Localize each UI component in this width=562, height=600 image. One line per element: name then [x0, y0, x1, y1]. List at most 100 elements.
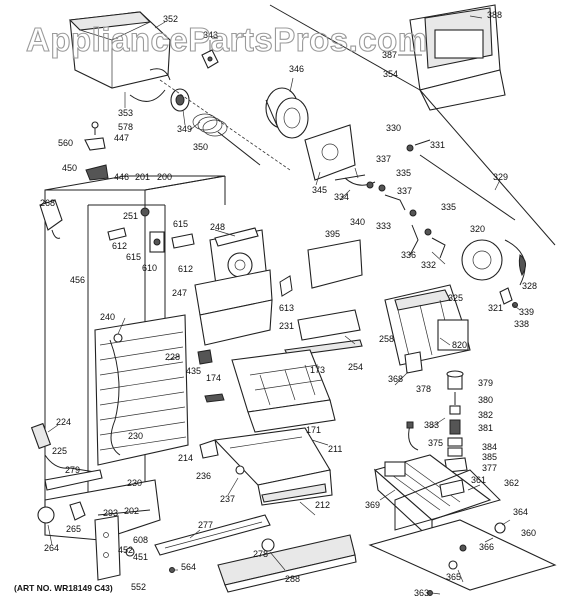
label-228: 228 — [165, 352, 180, 362]
label-353: 353 — [118, 108, 133, 118]
label-368: 368 — [388, 374, 403, 384]
label-451: 451 — [133, 552, 148, 562]
label-225: 225 — [52, 446, 67, 456]
label-278: 278 — [253, 549, 268, 559]
label-377: 377 — [482, 463, 497, 473]
label-171: 171 — [306, 425, 321, 435]
label-333: 333 — [376, 221, 391, 231]
label-552: 552 — [131, 582, 146, 592]
label-237: 237 — [220, 494, 235, 504]
label-352: 352 — [163, 14, 178, 24]
watermark: AppliancePartsPros.com — [26, 21, 428, 58]
label-320: 320 — [470, 224, 485, 234]
label-230-lower: 230 — [127, 478, 142, 488]
part-labels: 352 353 343 349 350 346 354 387 388 578 … — [40, 10, 537, 598]
dispenser-linkage — [304, 124, 516, 259]
auger-assembly — [159, 49, 291, 171]
label-200: 200 — [157, 172, 172, 182]
label-337-top: 337 — [376, 154, 391, 164]
label-211: 211 — [328, 444, 342, 454]
label-330: 330 — [386, 123, 401, 133]
label-173: 173 — [310, 365, 325, 375]
label-337-mid: 337 — [397, 186, 412, 196]
label-277: 277 — [198, 520, 213, 530]
dispenser-valve-parts — [404, 351, 468, 473]
label-202: 202 — [124, 506, 139, 516]
label-615-right: 615 — [173, 219, 188, 229]
label-452: 452 — [118, 545, 133, 555]
label-349: 349 — [177, 124, 192, 134]
label-334: 334 — [334, 192, 349, 202]
label-258: 258 — [379, 334, 394, 344]
label-328: 328 — [522, 281, 537, 291]
label-340: 340 — [350, 217, 365, 227]
label-231: 231 — [279, 321, 294, 331]
label-248: 248 — [210, 222, 225, 232]
label-240: 240 — [100, 312, 115, 322]
label-335-mid: 335 — [441, 202, 456, 212]
label-174: 174 — [206, 373, 221, 383]
evaporator-coil — [94, 314, 189, 466]
label-366: 366 — [479, 542, 494, 552]
label-360: 360 — [521, 528, 536, 538]
hardware-cluster-left — [39, 121, 195, 253]
label-329: 329 — [493, 172, 508, 182]
label-212: 212 — [315, 500, 330, 510]
cabinet-frame — [44, 175, 226, 541]
label-435: 435 — [186, 366, 201, 376]
ice-maker — [384, 239, 526, 366]
crisper-drawer — [197, 349, 336, 433]
label-339: 339 — [519, 307, 534, 317]
label-332: 332 — [421, 260, 436, 270]
label-375: 375 — [428, 438, 443, 448]
art-number: (ART NO. WR18149 C43) — [14, 583, 113, 593]
label-364: 364 — [513, 507, 528, 517]
label-362: 362 — [504, 478, 519, 488]
label-254: 254 — [348, 362, 363, 372]
label-456: 456 — [70, 275, 85, 285]
label-379: 379 — [478, 378, 493, 388]
label-385: 385 — [482, 452, 497, 462]
label-387: 387 — [382, 50, 397, 60]
label-251: 251 — [123, 211, 138, 221]
label-214: 214 — [178, 453, 193, 463]
label-335-top: 335 — [396, 168, 411, 178]
label-382: 382 — [478, 410, 493, 420]
label-236: 236 — [196, 471, 211, 481]
label-247: 247 — [172, 288, 187, 298]
label-345: 345 — [312, 185, 327, 195]
label-450: 450 — [62, 163, 77, 173]
label-613: 613 — [279, 303, 294, 313]
label-578: 578 — [118, 122, 133, 132]
label-201: 201 — [135, 172, 150, 182]
freezer-bin — [199, 427, 333, 506]
label-395: 395 — [325, 229, 340, 239]
label-388: 388 — [487, 10, 502, 20]
label-363: 363 — [414, 588, 429, 598]
label-265: 265 — [66, 524, 81, 534]
label-338: 338 — [514, 319, 529, 329]
label-446: 446 — [114, 172, 129, 182]
label-615-left: 615 — [126, 252, 141, 262]
ice-bucket — [68, 11, 171, 102]
label-268: 268 — [40, 198, 55, 208]
label-293: 293 — [103, 508, 118, 518]
dispenser-housing — [269, 4, 556, 246]
label-365: 365 — [446, 572, 461, 582]
label-383: 383 — [424, 420, 439, 430]
label-288: 288 — [285, 574, 300, 584]
label-378: 378 — [416, 384, 431, 394]
leader-lines — [47, 15, 521, 595]
label-354: 354 — [383, 69, 398, 79]
label-325: 325 — [448, 293, 463, 303]
label-381: 381 — [478, 423, 493, 433]
dispenser-cover-assembly — [368, 454, 557, 596]
label-380: 380 — [478, 395, 493, 405]
auger-motor — [265, 87, 309, 139]
label-343: 343 — [203, 30, 218, 40]
bottom-rails — [94, 509, 357, 593]
label-560: 560 — [58, 138, 73, 148]
label-612-right: 612 — [178, 264, 193, 274]
